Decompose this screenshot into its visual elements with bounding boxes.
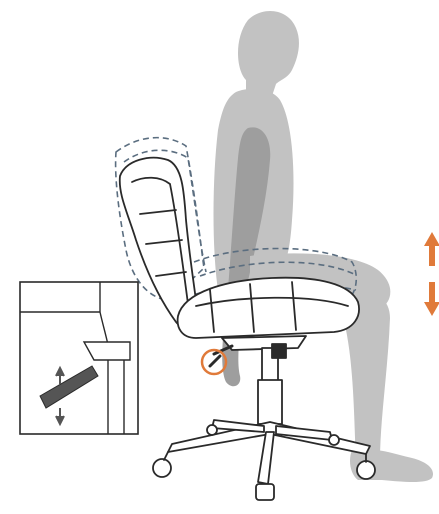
person-silhouette [214,11,434,482]
height-adjust-arrows-icon [424,232,439,316]
lever-detail-inset [20,282,138,434]
chair-seat [178,278,359,338]
person-head [238,11,299,96]
